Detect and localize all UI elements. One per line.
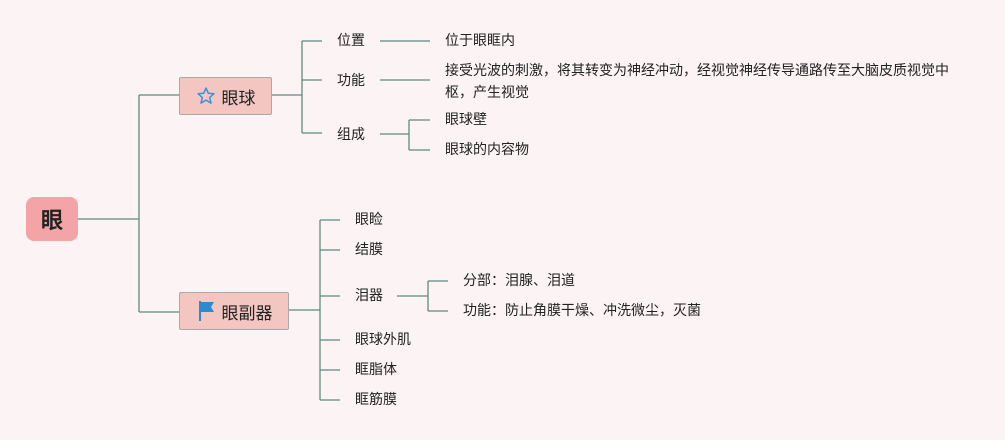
node-function-value[interactable]: 接受光波的刺激，将其转变为神经冲动，经视觉神经传导通路传至大脑皮质视觉中枢，产生… (445, 63, 949, 101)
node-position-value[interactable]: 位于眼眶内 (445, 33, 515, 49)
node-lacrimal-parts[interactable]: 分部：泪腺、泪道 (463, 273, 575, 289)
node-function[interactable]: 功能 (337, 73, 365, 89)
node-eyelid[interactable]: 眼睑 (355, 212, 383, 228)
blue-flag-icon (196, 300, 216, 322)
star-outline-icon (196, 86, 216, 106)
branch-adnexa-label: 眼副器 (221, 303, 273, 324)
node-orbital-fat[interactable]: 眶脂体 (355, 362, 397, 378)
branch-eyeball[interactable]: 眼球 (179, 77, 272, 115)
node-extraocular-muscles[interactable]: 眼球外肌 (355, 332, 411, 348)
node-conjunctiva[interactable]: 结膜 (355, 242, 383, 258)
node-eyeball-wall[interactable]: 眼球壁 (445, 112, 487, 128)
root-label: 眼 (40, 209, 63, 234)
root-node[interactable]: 眼 (26, 197, 78, 241)
node-orbital-fascia[interactable]: 眶筋膜 (355, 392, 397, 408)
branch-eyeball-label: 眼球 (221, 88, 256, 109)
node-lacrimal-function[interactable]: 功能：防止角膜干燥、冲洗微尘，灭菌 (463, 303, 701, 319)
node-lacrimal[interactable]: 泪器 (355, 288, 383, 304)
branch-adnexa[interactable]: 眼副器 (179, 292, 289, 330)
node-position[interactable]: 位置 (337, 33, 365, 49)
node-eyeball-contents[interactable]: 眼球的内容物 (445, 142, 529, 158)
node-composition[interactable]: 组成 (337, 127, 365, 143)
